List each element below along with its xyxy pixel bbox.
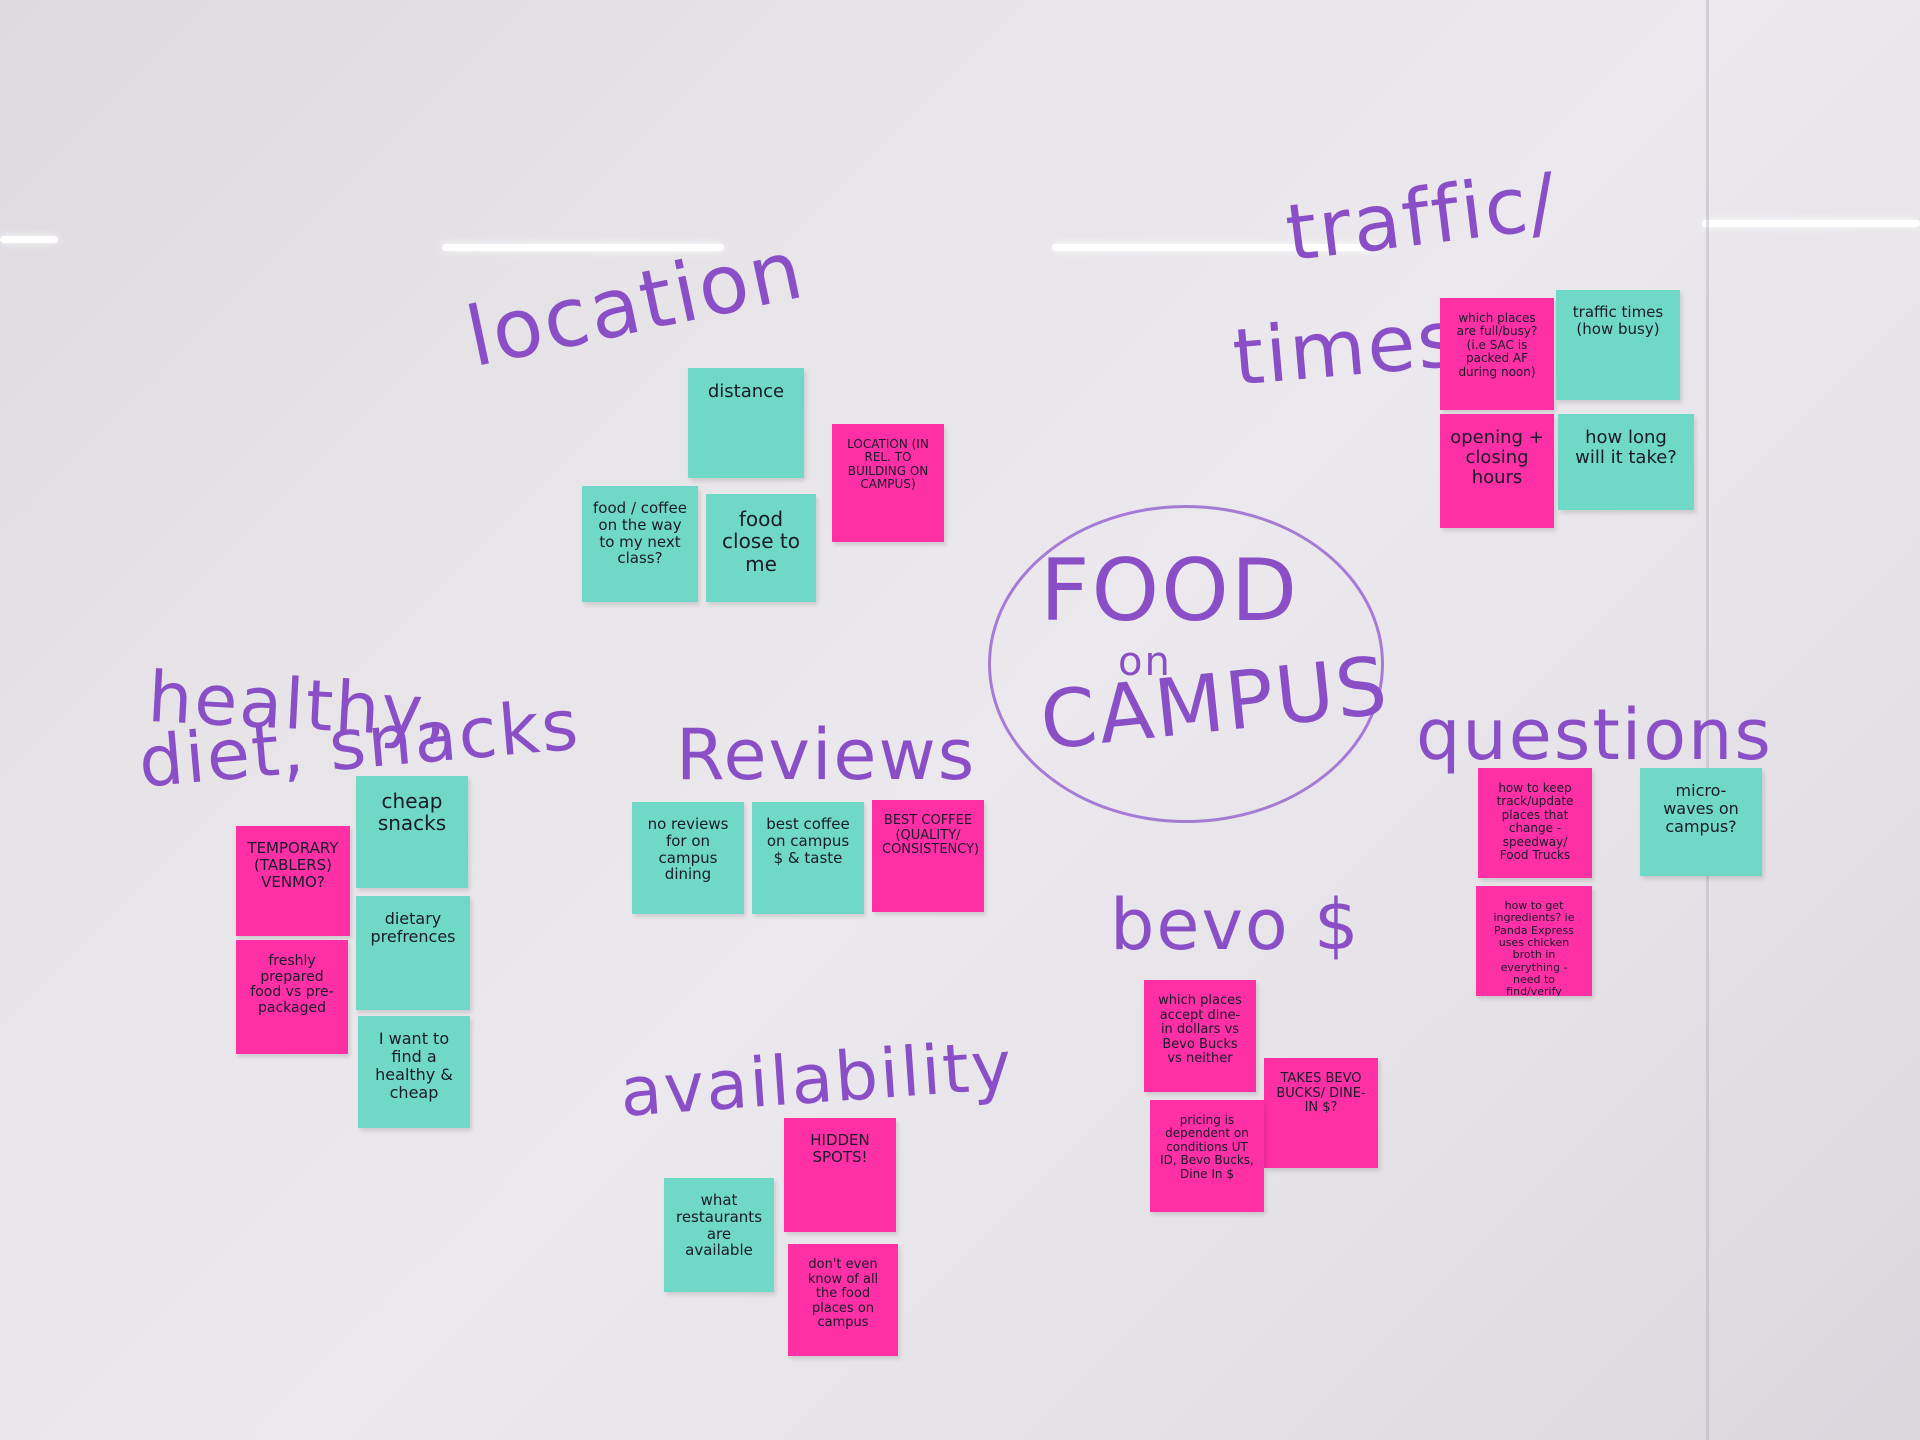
- sticky-note-cheap-snacks: cheap snacks: [356, 776, 468, 888]
- sticky-note-food-coffee: food / coffee on the way to my next clas…: [582, 486, 698, 602]
- light-reflection: [1052, 244, 1380, 251]
- light-reflection: [442, 244, 724, 251]
- sticky-note-traffic-times: traffic times (how busy): [1556, 290, 1680, 400]
- sticky-note-pricing: pricing is dependent on conditions UT ID…: [1150, 1100, 1264, 1212]
- heading-traffic-line1: traffic/: [1281, 156, 1563, 280]
- sticky-note-takes-bevo: TAKES BEVO BUCKS/ DINE-IN $?: [1264, 1058, 1378, 1168]
- sticky-note-temporary: TEMPORARY (TABLERS) VENMO?: [236, 826, 350, 936]
- sticky-note-ingredients: how to get ingredients? ie Panda Express…: [1476, 886, 1592, 996]
- board-edge: [1706, 0, 1709, 1440]
- sticky-note-food-close: food close to me: [706, 494, 816, 602]
- sticky-note-best-coffee-quality: BEST COFFEE (QUALITY/ CONSISTENCY): [872, 800, 984, 912]
- sticky-note-hidden-spots: HIDDEN SPOTS!: [784, 1118, 896, 1232]
- sticky-note-freshly: freshly prepared food vs pre-packaged: [236, 940, 348, 1054]
- sticky-note-location-rel: LOCATION (IN REL. TO BUILDING ON CAMPUS): [832, 424, 944, 542]
- sticky-note-how-long: how long will it take?: [1558, 414, 1694, 510]
- sticky-note-dont-know: don't even know of all the food places o…: [788, 1244, 898, 1356]
- heading-questions: questions: [1416, 694, 1773, 776]
- heading-traffic-line2: times: [1229, 294, 1464, 404]
- sticky-note-healthy-cheap: I want to find a healthy & cheap: [358, 1016, 470, 1128]
- sticky-note-keep-track: how to keep track/update places that cha…: [1478, 768, 1592, 878]
- center-circle: [988, 505, 1384, 823]
- heading-bevo: bevo $: [1110, 884, 1361, 966]
- light-reflection: [1702, 220, 1920, 227]
- heading-location: location: [458, 222, 813, 387]
- sticky-note-which-full: which places are full/busy? (i.e SAC is …: [1440, 298, 1554, 410]
- sticky-note-dietary: dietary prefrences: [356, 896, 470, 1010]
- light-reflection: [0, 236, 58, 243]
- sticky-note-distance: distance: [688, 368, 804, 478]
- sticky-note-what-restaurants: what restaurants are available: [664, 1178, 774, 1292]
- sticky-note-no-reviews: no reviews for on campus dining: [632, 802, 744, 914]
- center-title-line2: on: [1118, 639, 1172, 685]
- sticky-note-microwaves: micro- waves on campus?: [1640, 768, 1762, 876]
- center-title-line1: FOOD: [1040, 541, 1300, 641]
- heading-reviews: Reviews: [676, 714, 977, 796]
- sticky-note-opening-closing: opening + closing hours: [1440, 414, 1554, 528]
- sticky-note-best-coffee-taste: best coffee on campus $ & taste: [752, 802, 864, 914]
- heading-availability: availability: [617, 1026, 1016, 1133]
- sticky-note-which-accept: which places accept dine-in dollars vs B…: [1144, 980, 1256, 1092]
